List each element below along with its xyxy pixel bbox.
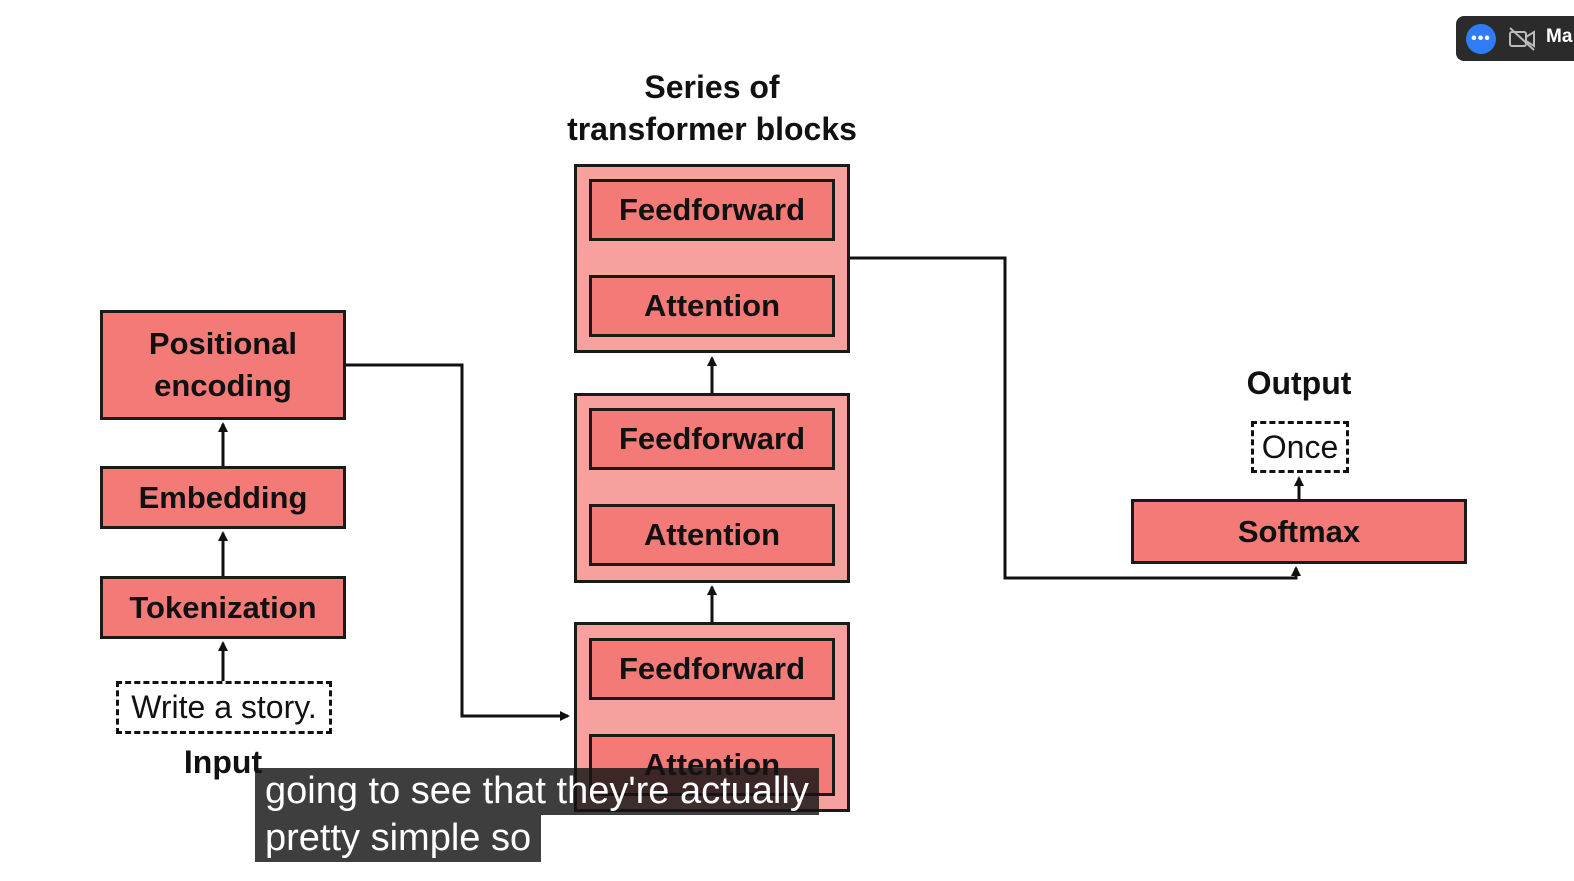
middle-feedforward-box: Feedforward [589, 408, 835, 470]
input-text-box: Write a story. [116, 681, 332, 734]
positional-encoding-box: Positional encoding [100, 310, 346, 420]
tokenization-box: Tokenization [100, 576, 346, 639]
blocks-title: Series of transformer blocks [567, 69, 857, 147]
arrow-blocks-to-softmax [850, 256, 1301, 580]
meeting-controls: ••• Ma [1456, 16, 1574, 61]
input-label: Input [183, 744, 263, 780]
softmax-box: Softmax [1131, 499, 1467, 564]
middle-attention-box: Attention [589, 504, 835, 566]
output-text-box: Once [1251, 421, 1349, 473]
caption-line-2: pretty simple so [255, 815, 542, 862]
arrow-positional-to-blocks [346, 363, 570, 721]
top-attention-box: Attention [589, 275, 835, 337]
top-feedforward-box: Feedforward [589, 179, 835, 241]
video-off-icon[interactable] [1508, 26, 1536, 52]
output-label: Output [1246, 365, 1352, 401]
participant-name: Ma [1546, 26, 1573, 47]
more-dots-icon[interactable]: ••• [1466, 24, 1496, 54]
embedding-box: Embedding [100, 466, 346, 529]
bottom-feedforward-box: Feedforward [589, 638, 835, 700]
caption-line-1: going to see that they're actually [255, 768, 819, 815]
